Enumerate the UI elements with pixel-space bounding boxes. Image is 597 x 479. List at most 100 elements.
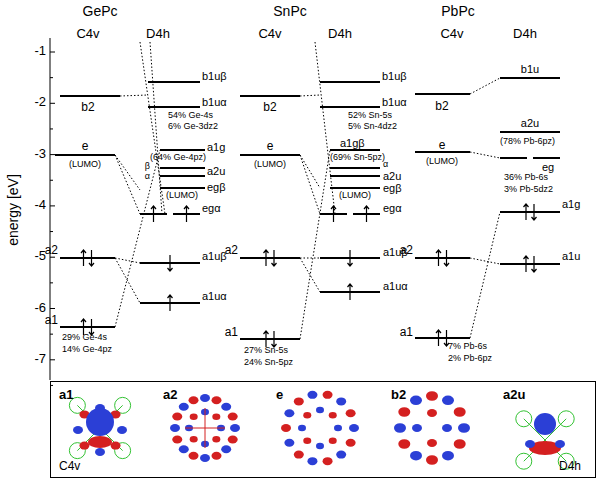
correlation-line bbox=[115, 258, 140, 303]
orbital-lobe bbox=[221, 403, 231, 411]
orbital-lobe bbox=[442, 424, 452, 432]
correlation-line bbox=[120, 95, 148, 96]
axis-tick bbox=[50, 231, 53, 232]
spin-arrow bbox=[272, 250, 277, 266]
spin-arrow bbox=[81, 250, 86, 266]
energy-level bbox=[160, 149, 205, 151]
correlation-line bbox=[115, 150, 160, 327]
level-label: b1u bbox=[521, 63, 539, 75]
spin-arrow bbox=[524, 256, 529, 272]
level-label: a1 bbox=[225, 326, 238, 339]
orbital-label: a2 bbox=[163, 388, 177, 402]
orbital-lobe bbox=[211, 452, 221, 460]
level-label: a2u bbox=[383, 170, 401, 182]
level-label: (69% Sn-5pz) bbox=[330, 153, 385, 163]
level-label: eg bbox=[542, 161, 554, 173]
orbital-lobe bbox=[189, 452, 199, 460]
axis-tick bbox=[50, 103, 55, 104]
correlation-line bbox=[300, 155, 320, 214]
axis-tick bbox=[50, 282, 53, 283]
level-label: (LUMO) bbox=[166, 191, 198, 201]
level-label: 7% Pb-6s bbox=[448, 342, 487, 352]
orbital-lobe bbox=[190, 413, 198, 419]
level-label: α bbox=[145, 172, 150, 182]
y-axis bbox=[50, 38, 51, 380]
orbital-label: e bbox=[276, 388, 283, 402]
axis-tick bbox=[50, 77, 53, 78]
molecule-skeleton bbox=[516, 411, 532, 427]
spin-arrow bbox=[436, 250, 441, 266]
level-label: a2u bbox=[207, 165, 225, 177]
level-label: (LUMO) bbox=[426, 157, 458, 167]
orbital-label: C4v bbox=[59, 460, 80, 473]
level-label: b1uβ bbox=[382, 70, 407, 82]
energy-level bbox=[320, 106, 380, 108]
energy-level bbox=[240, 154, 300, 156]
orbital-lobe bbox=[111, 442, 121, 450]
level-label: C4v bbox=[440, 27, 463, 41]
orbital-lobe bbox=[323, 391, 333, 399]
correlation-line bbox=[300, 95, 320, 96]
level-label: -7 bbox=[34, 352, 46, 366]
level-label: b2 bbox=[435, 100, 448, 113]
energy-level bbox=[160, 175, 205, 177]
energy-level bbox=[240, 95, 300, 97]
orbital-lobe bbox=[228, 413, 238, 421]
energy-level bbox=[60, 95, 120, 97]
orbital-lobe bbox=[336, 397, 346, 405]
axis-tick bbox=[50, 308, 55, 309]
level-label: e bbox=[82, 140, 89, 153]
orbital-lobe bbox=[458, 423, 470, 433]
spin-arrow bbox=[532, 204, 537, 220]
orbital-lobe bbox=[179, 445, 189, 453]
orbital-lobe bbox=[410, 395, 422, 405]
orbital-lobe bbox=[346, 439, 356, 447]
orbital-lobe bbox=[336, 451, 346, 459]
energy-level bbox=[148, 106, 200, 108]
orbital-lobe bbox=[86, 408, 114, 436]
orbital-lobe bbox=[303, 438, 311, 444]
level-label: b2 bbox=[81, 101, 94, 114]
correlation-line bbox=[470, 152, 500, 158]
level-label: a2u bbox=[521, 117, 539, 129]
level-label: 27% Sn-5s bbox=[244, 346, 288, 356]
level-label: b1uβ bbox=[202, 70, 227, 82]
orbital-lobe bbox=[427, 409, 437, 417]
orbital-lobe bbox=[172, 413, 182, 421]
correlation-line bbox=[300, 155, 320, 188]
correlation-line bbox=[470, 258, 500, 264]
energy-level bbox=[55, 154, 115, 156]
energy-level bbox=[330, 175, 380, 177]
orbital-lobe bbox=[334, 425, 342, 431]
level-label: a1 bbox=[400, 326, 413, 339]
orbital-lobe bbox=[228, 435, 238, 443]
energy-level bbox=[240, 257, 300, 259]
orbital-lobe bbox=[454, 407, 466, 417]
spin-arrow bbox=[151, 206, 156, 222]
spin-arrow bbox=[184, 206, 189, 222]
spin-arrow bbox=[444, 250, 449, 266]
orbital-lobe bbox=[189, 396, 199, 404]
axis-tick bbox=[50, 180, 53, 181]
energy-level bbox=[330, 167, 380, 169]
level-label: 29% Ge-4s bbox=[62, 333, 107, 343]
level-label: 14% Ge-4pz bbox=[62, 345, 112, 355]
level-label: -4 bbox=[34, 198, 46, 212]
orbital-axis bbox=[205, 408, 206, 448]
level-label: e bbox=[267, 140, 274, 153]
orbital-lobe bbox=[323, 457, 333, 465]
level-label: a1g bbox=[207, 141, 225, 153]
orbital-lobe bbox=[329, 412, 337, 418]
orbital-lobe bbox=[346, 409, 356, 417]
level-label: egα bbox=[383, 202, 402, 214]
level-label: D4h bbox=[146, 27, 170, 41]
energy-level bbox=[160, 167, 205, 169]
level-label: SnPc bbox=[273, 4, 306, 19]
level-label: energy [eV] bbox=[6, 174, 21, 246]
orbital-label: a1 bbox=[59, 388, 73, 402]
molecule-skeleton bbox=[516, 453, 532, 469]
orbital-lobe bbox=[329, 438, 337, 444]
correlation-line bbox=[300, 150, 330, 339]
energy-level bbox=[330, 187, 380, 189]
